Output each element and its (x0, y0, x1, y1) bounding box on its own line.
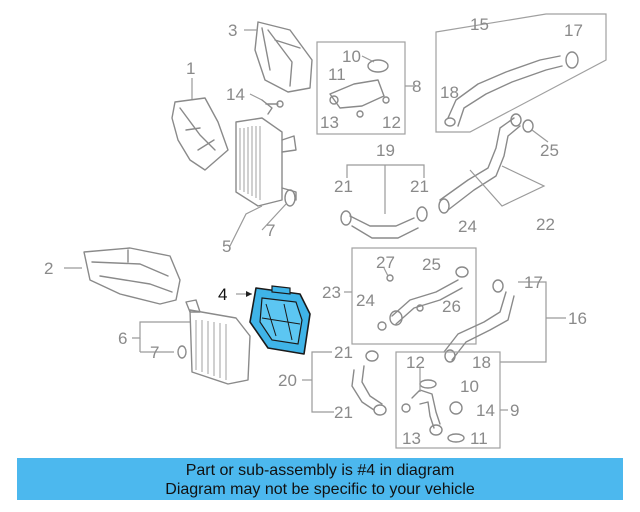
callout-label: 25 (540, 141, 559, 160)
callout-label: 11 (328, 65, 346, 84)
callout-label: 20 (278, 371, 297, 390)
callout-label: 9 (510, 401, 519, 420)
callout-label: 14 (226, 85, 245, 104)
callout-label: 15 (470, 15, 489, 34)
callout-label: 21 (334, 177, 353, 196)
box-23 (344, 247, 477, 345)
callout-label: 12 (406, 353, 425, 372)
callout-label: 21 (334, 343, 353, 362)
part-16-hose (443, 279, 566, 363)
box-9 (395, 351, 508, 449)
callout-label: 6 (118, 329, 127, 348)
part-1-bracket (171, 78, 229, 171)
callout-label: 17 (564, 21, 583, 40)
part-14-sensor (249, 93, 284, 115)
callout-label: 10 (460, 377, 479, 396)
part-3-air-duct (244, 21, 313, 93)
callout-label: 21 (334, 403, 353, 422)
callout-label: 17 (524, 273, 543, 292)
callout-label: 14 (476, 401, 495, 420)
box-15 (435, 13, 607, 133)
callout-label: 24 (356, 291, 375, 310)
callout-label: 27 (376, 253, 395, 272)
callout-label: 13 (402, 429, 421, 448)
callout-label: 18 (440, 83, 459, 102)
box-8 (316, 41, 414, 135)
callout-label: 26 (442, 297, 461, 316)
part-22-hose-upper (438, 113, 549, 214)
banner-line-disclaimer: Diagram may not be specific to your vehi… (165, 481, 475, 498)
part-20-hose (302, 350, 387, 416)
callout-label: 10 (342, 47, 361, 66)
callout-label: 16 (568, 309, 587, 328)
callout-label: 7 (150, 343, 159, 362)
callout-label: 11 (470, 429, 488, 448)
part-7-ring-upper (261, 189, 296, 231)
callout-label: 13 (320, 113, 339, 132)
info-banner: Part or sub-assembly is #4 in diagram Di… (17, 458, 623, 500)
part-19-hose (340, 164, 428, 239)
callout-label: 12 (382, 113, 401, 132)
part-2-air-duct (64, 247, 181, 305)
callout-label: 22 (536, 215, 555, 234)
part-4-highlighted (236, 285, 311, 355)
callout-label-highlight: 4 (218, 285, 227, 304)
callout-label: 24 (458, 217, 477, 236)
callout-label: 1 (186, 59, 195, 78)
callout-label: 21 (410, 177, 429, 196)
callout-label: 3 (228, 21, 237, 40)
callout-label: 8 (412, 77, 421, 96)
part-5-intercooler-upper (229, 117, 297, 247)
callout-label: 23 (322, 283, 341, 302)
callout-label: 7 (266, 221, 275, 240)
callout-label: 19 (376, 141, 395, 160)
parts-diagram: 1 2 3 4 5 6 7 7 8 9 10 10 11 11 12 12 13… (44, 13, 607, 449)
callout-label: 25 (422, 255, 441, 274)
callout-label: 2 (44, 259, 53, 278)
banner-line-part: Part or sub-assembly is #4 in diagram (185, 462, 455, 479)
part-6-intercooler-lower (132, 299, 251, 385)
callout-label: 18 (472, 353, 491, 372)
callout-label: 5 (222, 237, 231, 256)
